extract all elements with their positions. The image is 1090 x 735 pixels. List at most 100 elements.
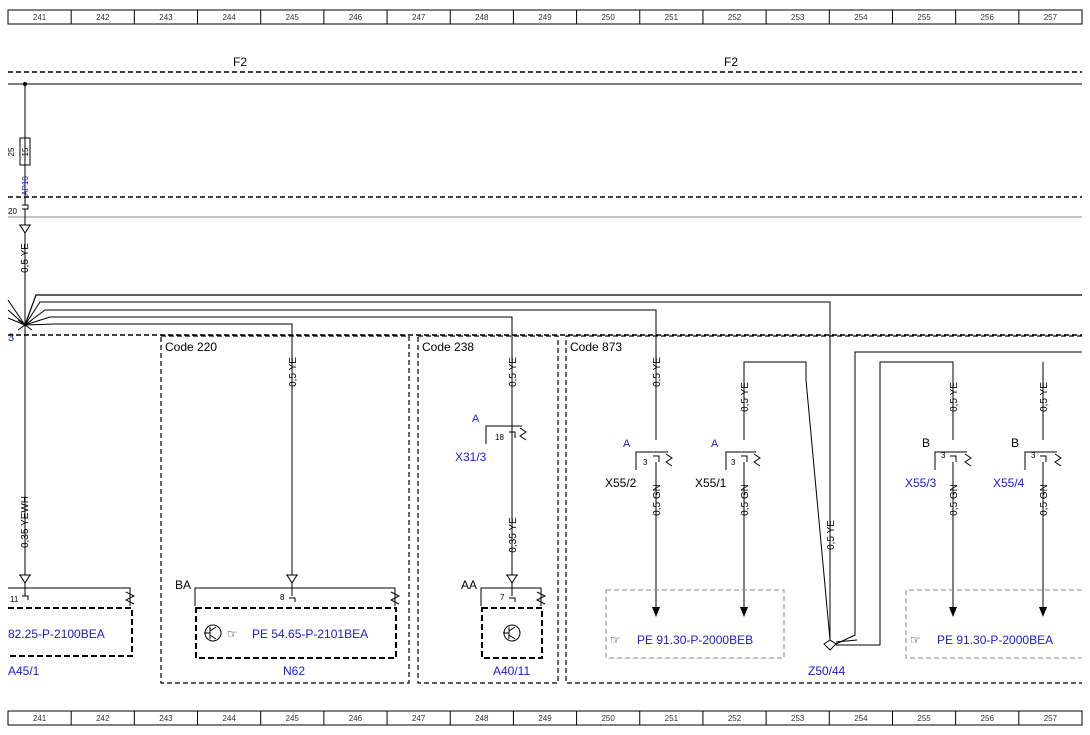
fuse-box-label-right: F2: [724, 55, 738, 69]
ruler-column-label: 256: [981, 714, 995, 723]
z50-name: Z50/44: [808, 664, 846, 678]
ruler-column-label: 247: [412, 13, 426, 22]
code873-pe-right-link[interactable]: PE 91.30-P-2000BEA: [937, 633, 1053, 647]
x55-1-connector: 0,5 YE A 3 X55/1 0,5 GN: [695, 361, 831, 641]
ruler-column-label: 249: [538, 714, 552, 723]
z50-wire-label: 0,5 YE: [826, 520, 837, 550]
x55-1-letter: A: [711, 438, 719, 450]
x55-2-name: X55/2: [605, 476, 637, 490]
x55-3-name: X55/3: [905, 476, 937, 490]
pointing-hand-icon: ☞: [910, 633, 921, 647]
code220-pe-link[interactable]: PE 54.65-P-2101BEA: [252, 627, 368, 641]
fuse-side-label: 25: [7, 147, 16, 156]
x55-2-connector: 0,5 YE A 3 X55/2 0,5 GN: [605, 357, 673, 617]
code238-name: A40/11: [493, 664, 530, 678]
x31-name: X31/3: [455, 450, 487, 464]
ruler-column-label: 253: [791, 13, 805, 22]
pointing-hand-icon: ☞: [610, 633, 621, 647]
ruler-column-label: 250: [601, 714, 615, 723]
transistor-icon: [503, 624, 521, 642]
ruler-column-label: 254: [854, 714, 868, 723]
x55-4-wire-top: 0,5 YE: [1039, 382, 1050, 412]
code220-name: N62: [283, 664, 305, 678]
code238-title: Code 238: [422, 340, 474, 354]
x31-connector: A 18 X31/3: [455, 413, 527, 575]
ruler-column-label: 246: [349, 13, 363, 22]
ruler-column-label: 242: [96, 13, 110, 22]
ruler-column-label: 252: [728, 13, 742, 22]
ruler-column-label: 243: [159, 13, 173, 22]
splice-label: 3: [8, 332, 14, 344]
code238-wire-top: 0,5 YE: [508, 357, 519, 387]
ruler-column-label: 245: [286, 714, 300, 723]
ruler-column-label: 254: [854, 13, 868, 22]
pointing-hand-icon: ☞: [227, 627, 238, 641]
x55-1-wire-bottom: 0,5 GN: [740, 484, 751, 516]
ruler-column-label: 248: [475, 13, 489, 22]
x55-1-name: X55/1: [695, 476, 727, 490]
ruler-column-label: 255: [917, 13, 931, 22]
ruler-column-label: 255: [917, 714, 931, 723]
splice-fanout: [7, 294, 1082, 640]
ruler-column-label: 252: [728, 714, 742, 723]
ruler-column-label: 249: [538, 13, 552, 22]
x55-3-pin: 3: [941, 451, 946, 460]
x55-4-wire-bottom: 0,5 GN: [1039, 484, 1050, 516]
x55-4-letter: B: [1011, 436, 1019, 450]
x55-4-name: X55/4: [993, 476, 1025, 490]
ruler-column-label: 257: [1044, 13, 1058, 22]
code238-conn: AA: [461, 578, 477, 592]
ruler-column-label: 246: [349, 714, 363, 723]
code873-pe-left-link[interactable]: PE 91.30-P-2000BEB: [637, 633, 753, 647]
ruler-column-label: 241: [33, 13, 47, 22]
code238-pin: 7: [500, 593, 505, 602]
a45-module: 0,35 YEWH 11 82.25-P-2100BEA A45/1: [8, 325, 136, 678]
x55-2-wire-top: 0,5 YE: [652, 357, 663, 387]
x55-3-letter: B: [922, 436, 930, 450]
x55-4-pin: 3: [1031, 451, 1036, 460]
fuse-box-label-left: F2: [233, 55, 247, 69]
code873-title: Code 873: [570, 340, 622, 354]
code220-block: Code 220 0,5 YE BA 8 ☞ PE 54.65-P-2101BE…: [160, 335, 410, 684]
ruler-column-label: 248: [475, 714, 489, 723]
x55-3-wire-bottom: 0,5 GN: [949, 484, 960, 516]
a45-name: A45/1: [8, 664, 40, 678]
ruler-top: 241 242 243 244 245 246 247 248 249 250 251 252 253 2…: [7, 9, 1083, 25]
fuse-number: 15: [21, 147, 30, 156]
ruler-column-label: 245: [286, 13, 300, 22]
ruler-column-label: 251: [665, 13, 679, 22]
x55-2-wire-bottom: 0,5 GN: [652, 484, 663, 516]
ruler-column-label: 241: [33, 714, 47, 723]
pe-right-box: [905, 589, 1082, 659]
main-feed: 15 25 AP10 20 0,5 YE 3: [7, 82, 32, 344]
ruler-column-label: 251: [665, 714, 679, 723]
a45-pe-link[interactable]: 82.25-P-2100BEA: [8, 627, 105, 641]
fuse-pin: 20: [8, 207, 17, 216]
ruler-column-label: 247: [412, 714, 426, 723]
a45-wire-label: 0,35 YEWH: [20, 496, 31, 548]
x55-1-pin: 3: [731, 458, 736, 467]
ruler-column-label: 253: [791, 714, 805, 723]
ruler-column-label: 244: [222, 13, 236, 22]
x55-3-wire-top: 0,5 YE: [949, 382, 960, 412]
x31-pin: 18: [495, 433, 504, 442]
code238-wire-bottom: 0,35 YE: [508, 517, 519, 553]
x55-1-wire-top: 0,5 YE: [740, 382, 751, 412]
ruler-column-label: 256: [981, 13, 995, 22]
x55-2-pin: 3: [643, 458, 648, 467]
fuse-ref: AP10: [21, 176, 30, 196]
main-wire-label: 0,5 YE: [20, 243, 31, 273]
x55-2-letter: A: [623, 438, 631, 450]
z50-splice: 0,5 YE Z50/44: [808, 351, 1082, 678]
x55-4-connector: 0,5 YE B 3 X55/4 0,5 GN: [993, 362, 1062, 617]
x55-3-connector: 0,5 YE B 3 X55/3 0,5 GN: [905, 382, 972, 617]
ruler-column-label: 257: [1044, 714, 1058, 723]
ruler-column-label: 250: [601, 13, 615, 22]
code220-wire-label: 0,5 YE: [288, 357, 299, 387]
pe-left-box: [605, 589, 785, 659]
x31-letter: A: [472, 413, 480, 425]
code238-block: Code 238 0,5 YE A 18 X31/3 0,35 YE AA 7 …: [417, 335, 559, 684]
code220-conn: BA: [175, 578, 191, 592]
